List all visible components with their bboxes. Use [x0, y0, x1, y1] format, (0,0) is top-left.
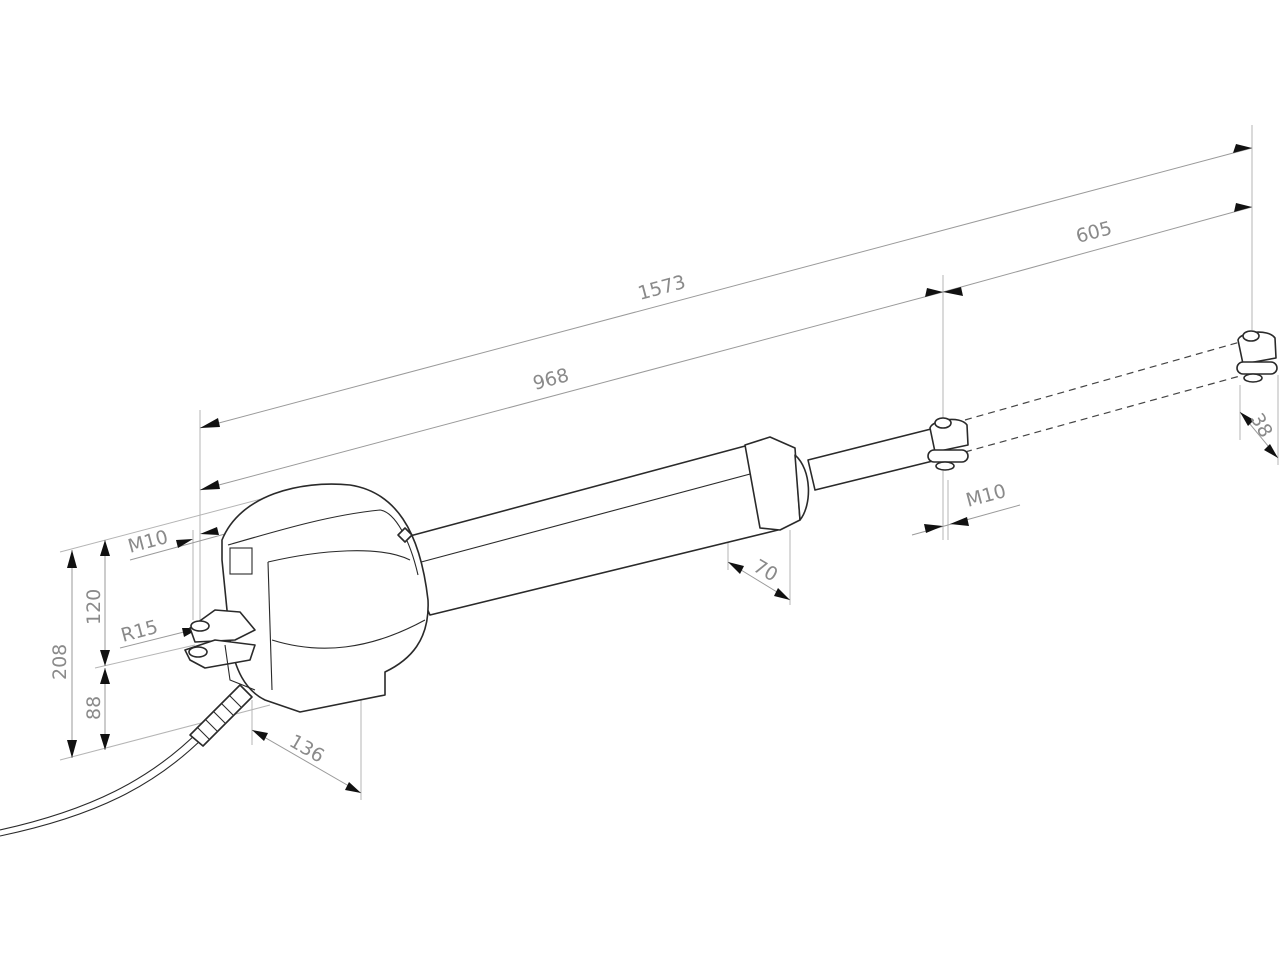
- rear-bracket: [184, 609, 256, 691]
- dim-line-605: [942, 206, 1253, 293]
- power-cable: [0, 684, 253, 837]
- dim-line-1573: [199, 147, 1253, 429]
- dimension-arrows: [67, 144, 1278, 793]
- dim-label-m10-front: M10: [964, 480, 1009, 512]
- extended-rod-bottom: [964, 375, 1241, 453]
- dim-line-968: [199, 291, 944, 491]
- dim-label-120: 120: [83, 589, 105, 625]
- dim-label-m10-rear: M10: [126, 526, 171, 558]
- actuator-tube: [394, 427, 946, 616]
- dim-label-r15: R15: [119, 616, 161, 647]
- dim-line-m10-rear: [129, 533, 226, 561]
- dim-label-968: 968: [531, 364, 572, 395]
- dim-label-70: 70: [750, 555, 782, 586]
- front-clevis: [927, 417, 969, 471]
- dim-label-605: 605: [1074, 217, 1115, 248]
- extended-rod-top: [964, 341, 1241, 421]
- front-clevis-extended: [1236, 330, 1278, 383]
- dim-label-88: 88: [83, 696, 105, 720]
- dim-label-208: 208: [49, 644, 71, 680]
- dim-line-136: [251, 729, 362, 794]
- dim-label-38: 38: [1246, 410, 1277, 442]
- motor-housing: [221, 483, 429, 713]
